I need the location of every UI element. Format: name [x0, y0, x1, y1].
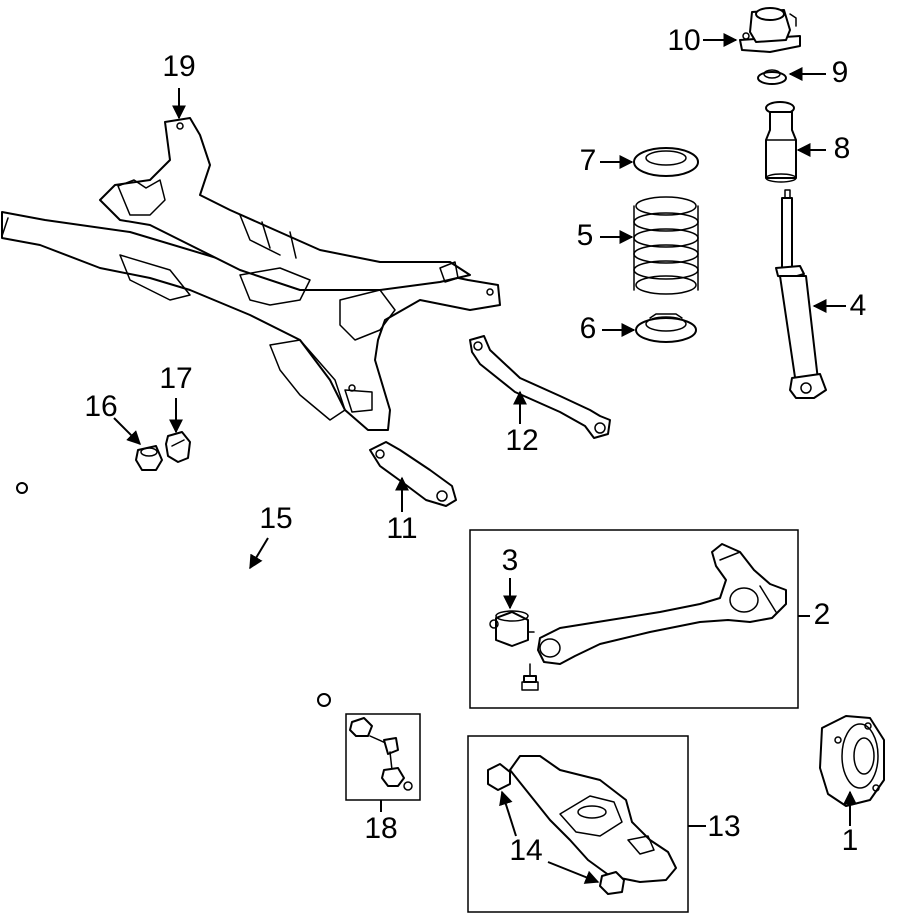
callout-5: 5 — [577, 219, 594, 252]
callout-10: 10 — [667, 24, 700, 57]
leader-16 — [113, 417, 141, 445]
callout-1: 1 — [842, 824, 859, 857]
stabilizer-bar — [16, 459, 355, 707]
stabilizer-bushing — [135, 445, 163, 471]
leader-lines — [113, 33, 857, 884]
upper-control-link — [469, 335, 611, 439]
callout-17: 17 — [159, 362, 192, 395]
crossmember-subframe — [1, 117, 501, 431]
callout-14: 14 — [509, 834, 542, 867]
callout-13: 13 — [707, 810, 740, 843]
callout-4: 4 — [850, 289, 867, 322]
wheel-hub — [819, 715, 885, 807]
callout-2: 2 — [814, 598, 831, 631]
upper-spring-seat — [633, 147, 699, 177]
leader-14a — [499, 790, 517, 837]
callout-11: 11 — [386, 512, 417, 545]
stabilizer-link-box — [345, 713, 421, 801]
callout-19: 19 — [162, 50, 195, 83]
dust-boot — [765, 101, 797, 183]
callout-16: 16 — [84, 390, 117, 423]
lower-arm-box — [467, 735, 689, 913]
trailing-arm-box — [469, 529, 799, 709]
leader-14b — [547, 861, 600, 884]
callout-18: 18 — [364, 812, 397, 845]
bump-stop-seat — [757, 69, 787, 85]
callout-8: 8 — [834, 132, 851, 165]
callout-12: 12 — [505, 424, 538, 457]
coil-spring — [633, 196, 699, 295]
lower-spring-seat — [635, 313, 697, 343]
upper-strut-mount — [739, 7, 801, 53]
callout-9: 9 — [832, 56, 849, 89]
shock-absorber — [775, 189, 827, 399]
callout-3: 3 — [502, 544, 519, 577]
bushing-bracket — [165, 431, 191, 463]
callout-7: 7 — [580, 144, 597, 177]
lateral-link — [369, 441, 457, 507]
callout-6: 6 — [580, 312, 597, 345]
callout-15: 15 — [259, 502, 292, 535]
leader-15 — [249, 537, 269, 570]
callout-labels: 19 10 9 8 7 5 6 4 12 11 16 17 15 18 3 2 … — [84, 24, 866, 867]
